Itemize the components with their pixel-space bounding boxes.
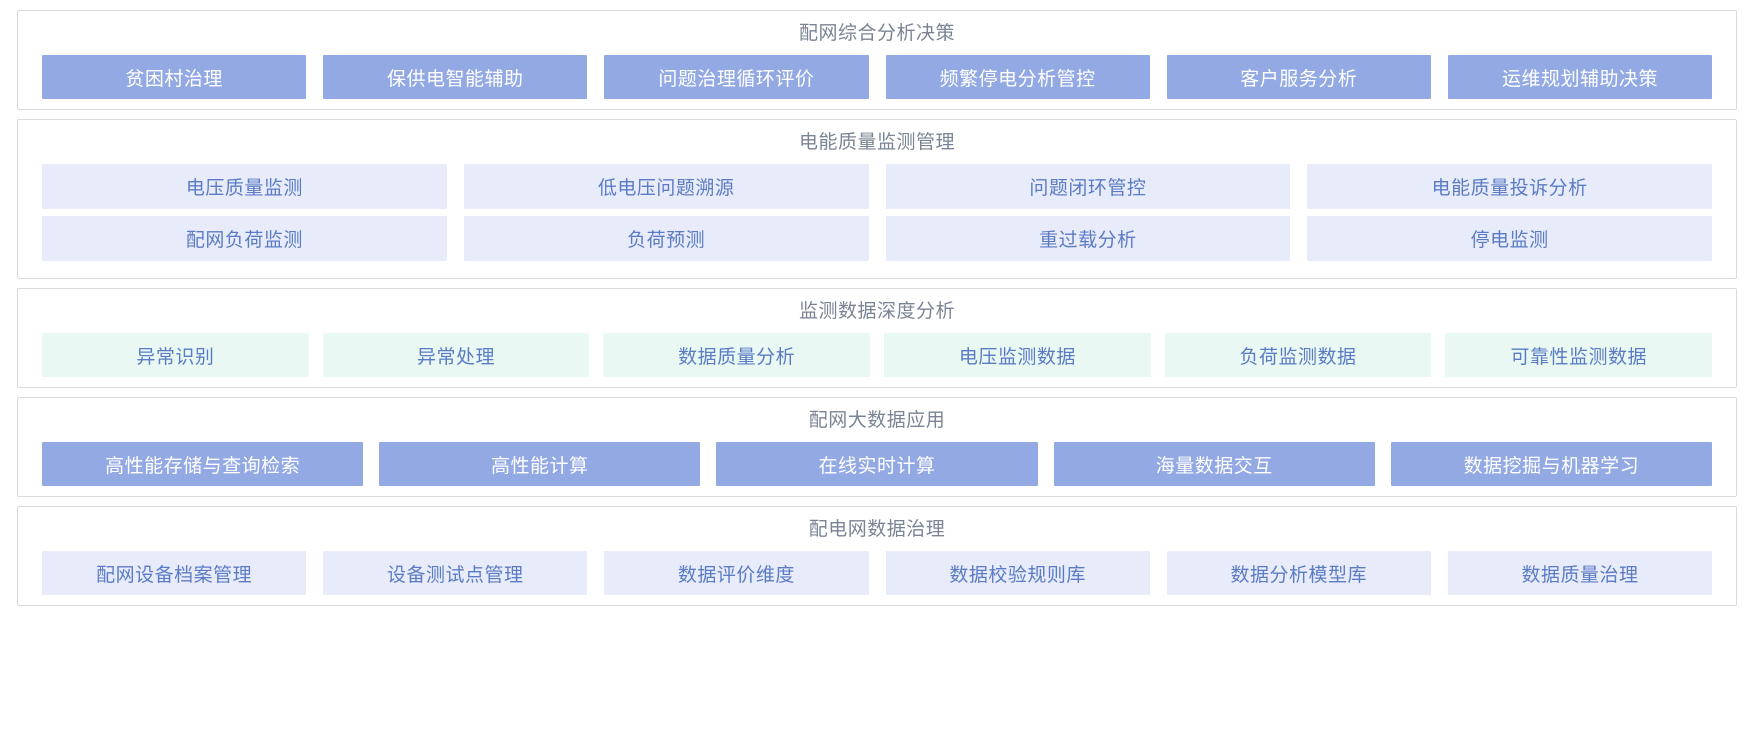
tile-row: 电压质量监测 低电压问题溯源 问题闭环管控 电能质量投诉分析 [42,164,1712,209]
tile-low-voltage-problem-tracing[interactable]: 低电压问题溯源 [463,164,869,209]
tile-row: 高性能存储与查询检索 高性能计算 在线实时计算 海量数据交互 数据挖掘与机器学习 [42,442,1713,486]
tile-data-quality-analysis[interactable]: 数据质量分析 [603,333,871,377]
tile-data-validation-rule-library[interactable]: 数据校验规则库 [885,551,1150,595]
tile-data-quality-governance[interactable]: 数据质量治理 [1447,551,1713,595]
tile-problem-closed-loop-control[interactable]: 问题闭环管控 [885,164,1291,209]
tile-equipment-test-point-management[interactable]: 设备测试点管理 [323,551,588,595]
section-title-bigdata-application: 配网大数据应用 [808,410,946,431]
tile-row: 配网负荷监测 负荷预测 重过载分析 停电监测 [42,216,1712,261]
tile-customer-service-analysis[interactable]: 客户服务分析 [1166,55,1431,99]
tile-data-analysis-model-library[interactable]: 数据分析模型库 [1166,551,1431,595]
tile-outage-monitoring[interactable]: 停电监测 [1307,216,1712,261]
tile-anomaly-handling[interactable]: 异常处理 [322,333,590,377]
section-monitoring-data-deep-analysis: 监测数据深度分析 异常识别 异常处理 数据质量分析 电压监测数据 负荷监测数据 … [17,288,1737,388]
tile-om-planning-decision-support[interactable]: 运维规划辅助决策 [1447,55,1713,99]
tile-problem-governance-cycle-evaluation[interactable]: 问题治理循环评价 [604,55,869,99]
tile-voltage-monitoring-data[interactable]: 电压监测数据 [884,333,1151,377]
section-title-power-quality-monitoring: 电能质量监测管理 [798,132,955,153]
section-bigdata-application: 配网大数据应用 高性能存储与查询检索 高性能计算 在线实时计算 海量数据交互 数… [17,397,1737,497]
section-title-data-governance: 配电网数据治理 [808,519,946,540]
tile-data-evaluation-dimension[interactable]: 数据评价维度 [604,551,869,595]
tile-anomaly-identification[interactable]: 异常识别 [42,333,309,377]
tile-equipment-archive-management[interactable]: 配网设备档案管理 [42,551,307,595]
tile-massive-data-interaction[interactable]: 海量数据交互 [1053,442,1375,486]
section-data-governance: 配电网数据治理 配网设备档案管理 设备测试点管理 数据评价维度 数据校验规则库 … [17,506,1737,606]
tile-distribution-load-monitoring[interactable]: 配网负荷监测 [42,216,447,261]
tile-high-performance-storage-query[interactable]: 高性能存储与查询检索 [42,442,364,486]
tile-overload-analysis[interactable]: 重过载分析 [885,216,1291,261]
tile-load-monitoring-data[interactable]: 负荷监测数据 [1164,333,1432,377]
tile-data-mining-machine-learning[interactable]: 数据挖掘与机器学习 [1390,442,1713,486]
section-title-decision: 配网综合分析决策 [798,23,955,44]
tile-poverty-village-governance[interactable]: 贫困村治理 [42,55,307,99]
tile-row: 配网设备档案管理 设备测试点管理 数据评价维度 数据校验规则库 数据分析模型库 … [42,551,1713,595]
tile-power-quality-complaint-analysis[interactable]: 电能质量投诉分析 [1307,164,1712,209]
tile-high-performance-computing[interactable]: 高性能计算 [379,442,701,486]
tile-row: 贫困村治理 保供电智能辅助 问题治理循环评价 频繁停电分析管控 客户服务分析 运… [42,55,1713,99]
tile-online-realtime-computing[interactable]: 在线实时计算 [716,442,1038,486]
tile-load-forecast[interactable]: 负荷预测 [463,216,869,261]
tile-row: 异常识别 异常处理 数据质量分析 电压监测数据 负荷监测数据 可靠性监测数据 [42,333,1713,377]
tile-power-supply-intelligent-assist[interactable]: 保供电智能辅助 [323,55,588,99]
tile-frequent-outage-analysis-control[interactable]: 频繁停电分析管控 [885,55,1150,99]
tile-reliability-monitoring-data[interactable]: 可靠性监测数据 [1445,333,1713,377]
section-title-monitoring-data-deep-analysis: 监测数据深度分析 [798,301,955,322]
section-power-quality-monitoring: 电能质量监测管理 电压质量监测 低电压问题溯源 问题闭环管控 电能质量投诉分析 … [17,119,1737,279]
tile-voltage-quality-monitoring[interactable]: 电压质量监测 [42,164,447,209]
section-decision: 配网综合分析决策 贫困村治理 保供电智能辅助 问题治理循环评价 频繁停电分析管控… [17,10,1737,110]
